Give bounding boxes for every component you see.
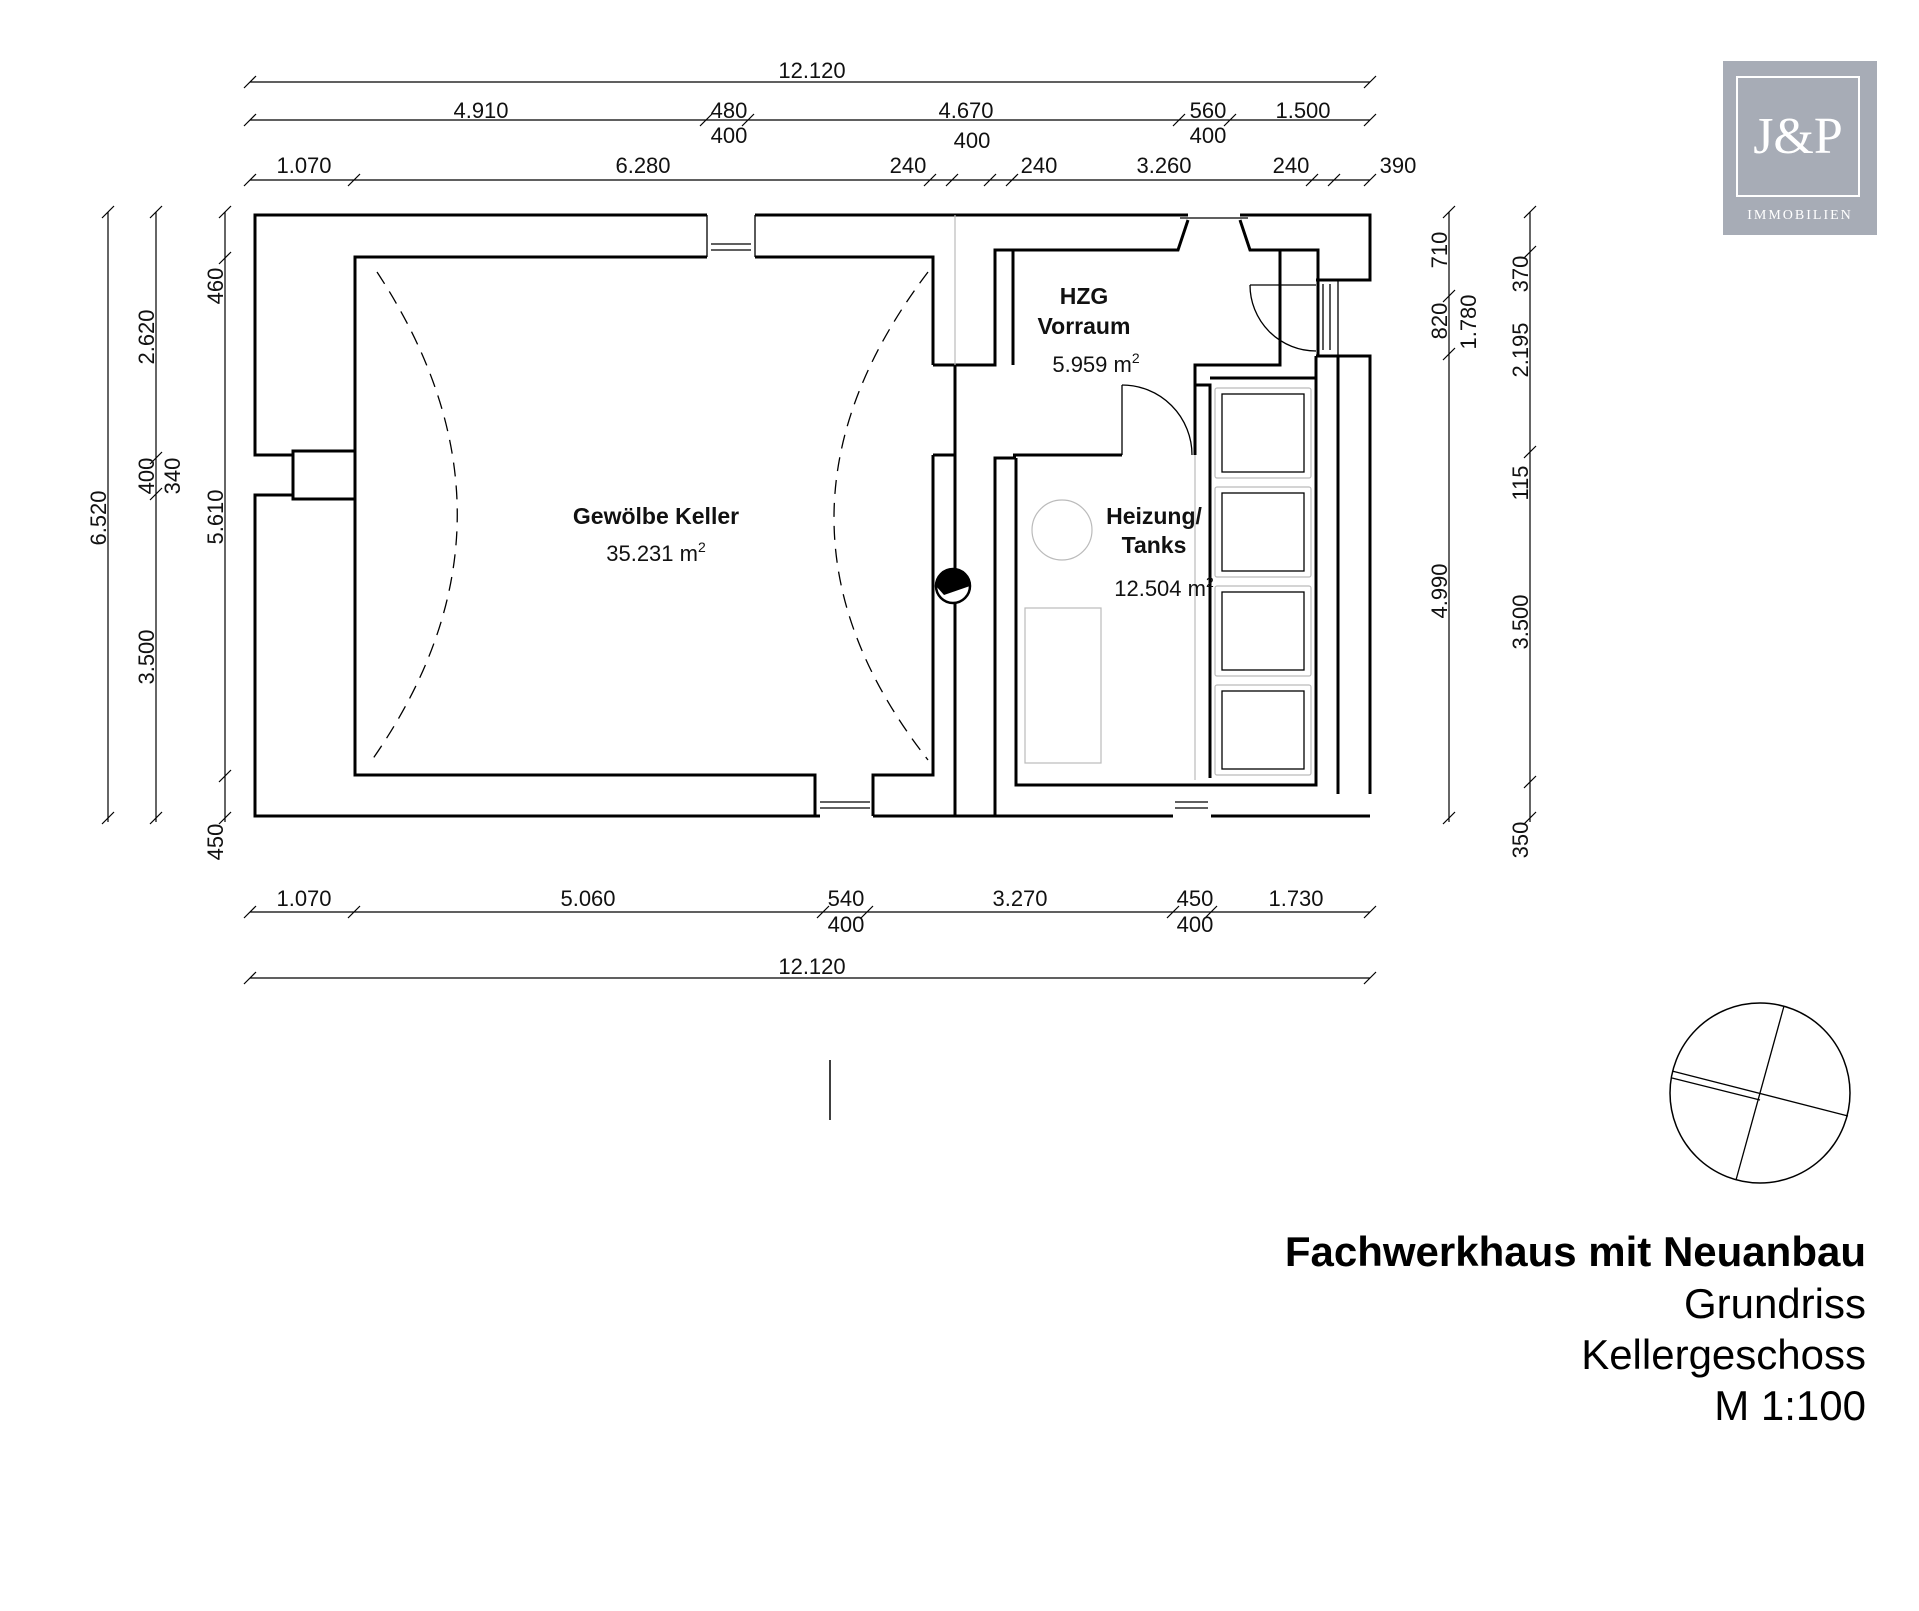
dim-top-r3-2: 6.280 <box>615 153 670 178</box>
dim-right-outer-3: 115 <box>1508 465 1533 500</box>
dim-left-mid-4: 3.500 <box>134 629 159 684</box>
dim-bot-total: 12.120 <box>778 954 845 979</box>
dim-left-mid-3: 340 <box>160 458 185 495</box>
room-gewoelbe-keller-area: 35.231 m2 <box>606 539 706 566</box>
plan-type: Grundriss <box>1683 1280 1866 1327</box>
dim-top-r2-1: 4.910 <box>453 98 508 123</box>
room-hzg-area: 5.959 m2 <box>1052 350 1140 377</box>
dim-left-mid-2: 400 <box>134 458 159 495</box>
dim-top-r3-1: 1.070 <box>276 153 331 178</box>
room-heizung-name-2: Tanks <box>1122 532 1187 558</box>
dim-top-total: 12.120 <box>778 58 845 83</box>
dim-left-inner-2: 5.610 <box>203 489 228 544</box>
dim-right-inner-1: 710 <box>1427 232 1452 269</box>
dim-right-inner-4: 4.990 <box>1427 563 1452 618</box>
dimension-lines-right <box>1442 205 1537 825</box>
dim-top-r3-7: 390 <box>1380 153 1417 178</box>
dim-bot-8: 1.730 <box>1268 886 1323 911</box>
dim-top-r2-3: 400 <box>711 123 748 148</box>
plan-level: Kellergeschoss <box>1581 1331 1866 1378</box>
dim-top-r3-3: 240 <box>890 153 927 178</box>
dim-top-r2-5: 400 <box>954 128 991 153</box>
dim-bot-6: 450 <box>1177 886 1214 911</box>
dim-right-outer-5: 350 <box>1508 822 1533 859</box>
dim-top-r3-4: 240 <box>1021 153 1058 178</box>
logo-mark: J&P <box>1736 76 1860 197</box>
dim-right-inner-3: 1.780 <box>1456 294 1481 349</box>
dim-left-outer: 6.520 <box>86 490 111 545</box>
dim-top-r3-6: 240 <box>1273 153 1310 178</box>
dim-bot-3: 540 <box>828 886 865 911</box>
room-heizung-area: 12.504 m2 <box>1114 574 1214 601</box>
dim-top-r2-4: 4.670 <box>938 98 993 123</box>
dim-left-mid-1: 2.620 <box>134 309 159 364</box>
dim-bot-1: 1.070 <box>276 886 331 911</box>
dim-top-r2-7: 400 <box>1190 123 1227 148</box>
dimension-lines-top <box>243 75 1377 187</box>
room-hzg-name-2: Vorraum <box>1038 313 1131 339</box>
dim-top-r2-8: 1.500 <box>1275 98 1330 123</box>
dim-right-outer-1: 370 <box>1508 256 1533 293</box>
plan-title: Fachwerkhaus mit Neuanbau <box>1284 1228 1866 1275</box>
title-block: Fachwerkhaus mit Neuanbau Grundriss Kell… <box>1285 1226 1866 1431</box>
dim-right-inner-2: 820 <box>1427 303 1452 340</box>
room-heizung-name-1: Heizung/ <box>1106 503 1202 529</box>
dim-right-outer-2: 2.195 <box>1508 322 1533 377</box>
dim-left-inner-1: 460 <box>203 268 228 305</box>
dim-bot-5: 3.270 <box>992 886 1047 911</box>
dim-top-r3-5: 3.260 <box>1136 153 1191 178</box>
dim-left-inner-3: 450 <box>203 824 228 861</box>
dimension-lines-left <box>101 205 232 825</box>
room-gewoelbe-keller-name: Gewölbe Keller <box>573 503 739 529</box>
walls <box>253 213 1372 818</box>
dim-bot-7: 400 <box>1177 912 1214 937</box>
logo-subtitle: IMMOBILIEN <box>1747 208 1853 223</box>
plan-scale: M 1:100 <box>1714 1382 1866 1429</box>
dim-right-outer-4: 3.500 <box>1508 594 1533 649</box>
room-hzg-name-1: HZG <box>1060 283 1109 309</box>
dim-top-r2-2: 480 <box>711 98 748 123</box>
dim-top-r2-6: 560 <box>1190 98 1227 123</box>
jp-immobilien-logo: J&P IMMOBILIEN <box>1723 61 1877 235</box>
dim-bot-2: 5.060 <box>560 886 615 911</box>
dimension-lines-bottom <box>243 905 1377 985</box>
dim-bot-4: 400 <box>828 912 865 937</box>
north-arrow-icon <box>1669 1002 1851 1184</box>
